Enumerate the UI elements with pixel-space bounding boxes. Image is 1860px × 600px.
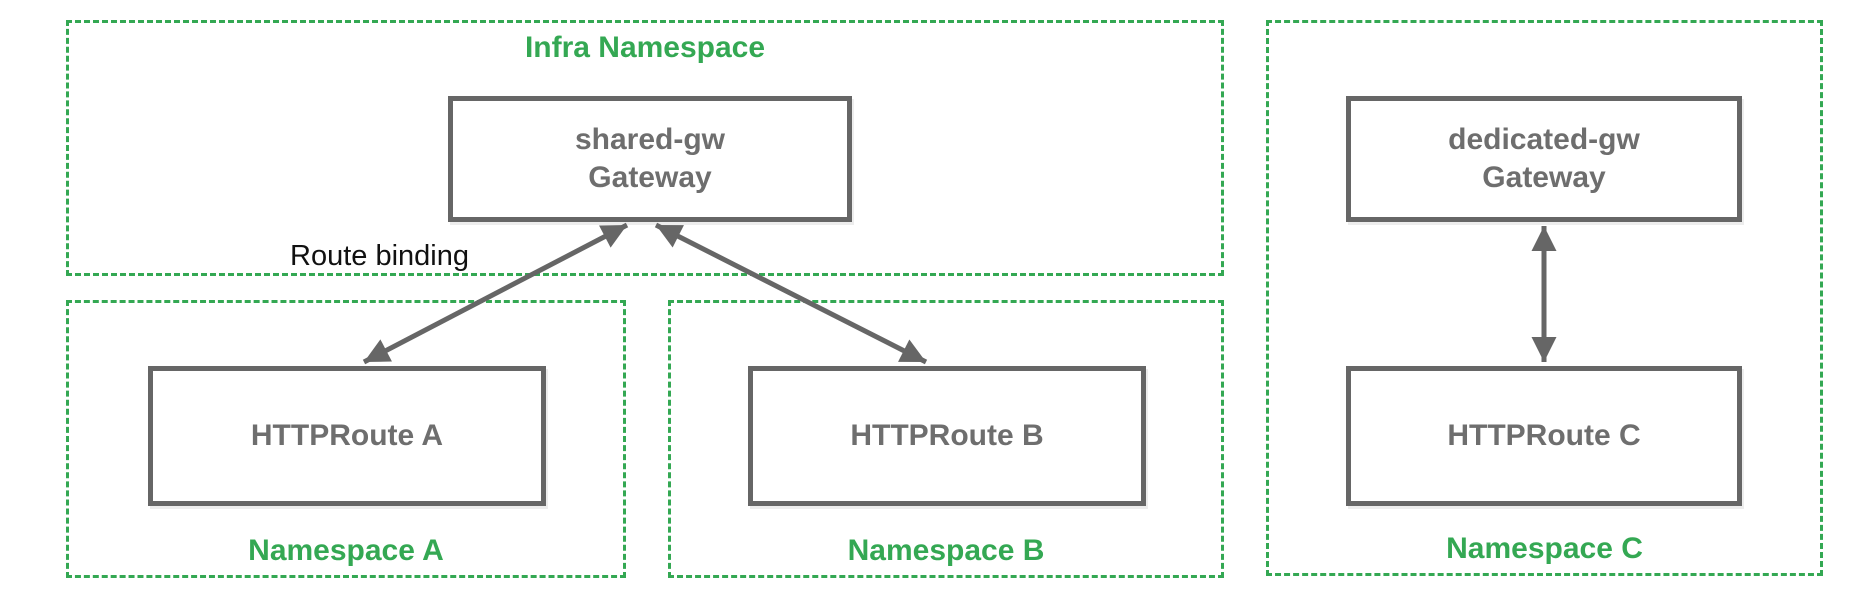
httproute-a-label: HTTPRoute A xyxy=(250,419,444,453)
infra-namespace-box: Infra Namespace xyxy=(66,20,1224,276)
namespace-b-box: Namespace B xyxy=(668,300,1224,578)
namespace-b-label: Namespace B xyxy=(847,534,1045,567)
route-binding-label: Route binding xyxy=(290,240,469,272)
namespace-a-box: Namespace A xyxy=(66,300,626,578)
dedicated-gw-gateway-node: dedicated-gw Gateway xyxy=(1346,96,1742,222)
dedicated-gw-name: dedicated-gw xyxy=(1448,123,1640,157)
httproute-b-node: HTTPRoute B xyxy=(748,366,1146,506)
namespace-c-label: Namespace C xyxy=(1446,532,1643,565)
namespace-a-label: Namespace A xyxy=(248,534,444,567)
shared-gw-name: shared-gw xyxy=(574,123,726,157)
dedicated-gw-kind: Gateway xyxy=(1482,161,1606,194)
shared-gw-gateway-node: shared-gw Gateway xyxy=(448,96,852,222)
namespace-c-box: Namespace C xyxy=(1266,20,1823,576)
shared-gw-kind: Gateway xyxy=(588,161,712,194)
httproute-a-node: HTTPRoute A xyxy=(148,366,546,506)
infra-namespace-label: Infra Namespace xyxy=(524,31,766,64)
httproute-c-label: HTTPRoute C xyxy=(1447,419,1641,453)
httproute-c-node: HTTPRoute C xyxy=(1346,366,1742,506)
httproute-b-label: HTTPRoute B xyxy=(850,419,1044,453)
